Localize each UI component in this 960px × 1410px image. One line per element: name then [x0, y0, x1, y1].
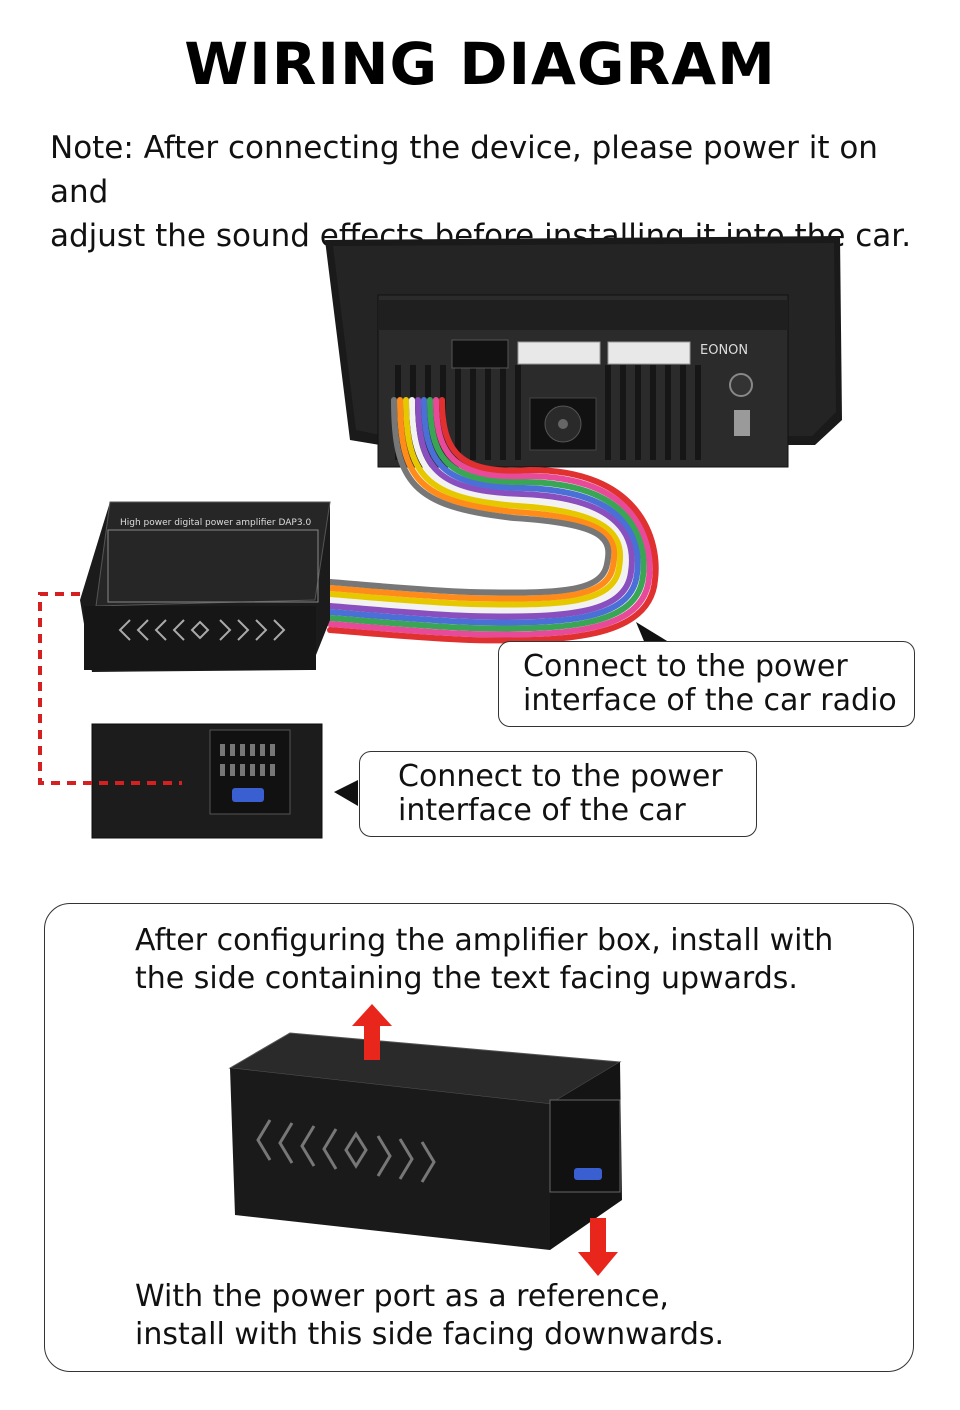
- install-bottom-line-2: install with this side facing downwards.: [135, 1317, 725, 1352]
- install-top-text: After configuring the amplifier box, ins…: [135, 922, 833, 998]
- page-title: WIRING DIAGRAM: [184, 30, 776, 98]
- callout-car-radio-power: Connect to the power interface of the ca…: [498, 641, 915, 727]
- amplifier-box: High power digital power amplifier DAP3.…: [80, 501, 331, 672]
- callout-pointer-car: [334, 780, 358, 806]
- brand-logo: EONON: [700, 343, 748, 358]
- wire-harness: [327, 397, 659, 644]
- arrow-up-icon: [352, 1004, 392, 1060]
- callout-car-power: Connect to the power interface of the ca…: [359, 751, 757, 837]
- power-connector-box: [91, 723, 323, 839]
- callout-pointer-radio: [636, 622, 672, 646]
- install-bottom-text: With the power port as a reference, inst…: [135, 1278, 724, 1354]
- installation-panel: [44, 903, 914, 1372]
- install-bottom-line-1: With the power port as a reference,: [135, 1279, 669, 1314]
- callout-radio-line-1: Connect to the power: [523, 649, 848, 684]
- installed-amplifier-illustration: [228, 1032, 622, 1250]
- install-top-line-2: the side containing the text facing upwa…: [135, 961, 798, 996]
- arrow-down-icon: [578, 1218, 618, 1276]
- note-line-1: Note: After connecting the device, pleas…: [50, 130, 878, 210]
- install-top-line-1: After configuring the amplifier box, ins…: [135, 923, 834, 958]
- callout-car-line-1: Connect to the power: [398, 759, 723, 794]
- amp-label: High power digital power amplifier DAP3.…: [120, 518, 311, 528]
- callout-car-line-2: interface of the car: [398, 793, 686, 828]
- callout-radio-line-2: interface of the car radio: [523, 683, 897, 718]
- dashed-connection-line: [38, 592, 182, 785]
